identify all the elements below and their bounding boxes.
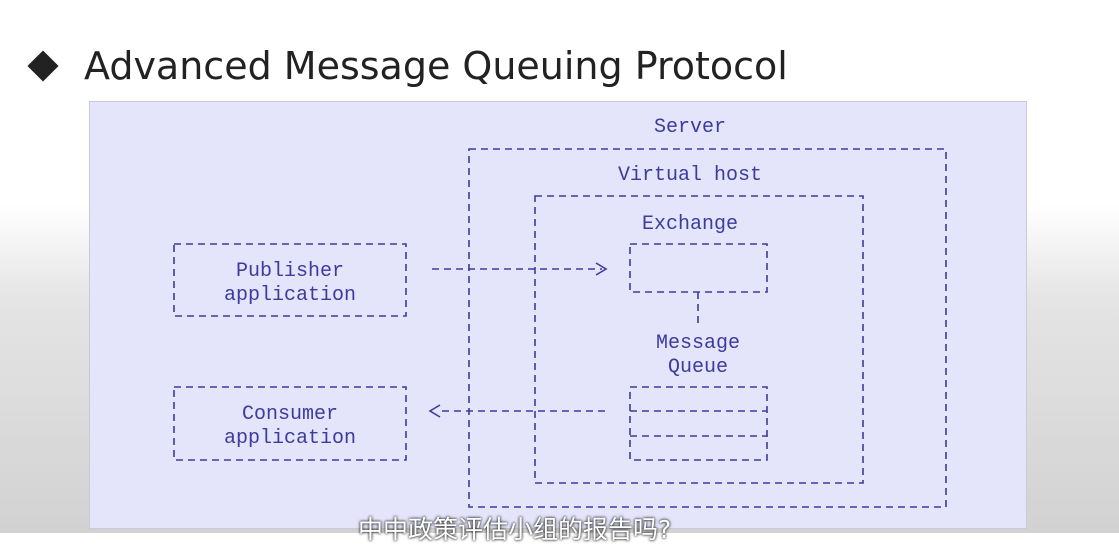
publisher-label-line1: Publisher	[236, 260, 344, 283]
video-subtitle: 中中政策评估小组的报告吗?	[358, 515, 672, 544]
queue-label-line1: Message	[656, 332, 740, 355]
queue-label-line2: Queue	[668, 356, 728, 379]
vhost-box	[534, 195, 864, 484]
server-box	[468, 148, 947, 508]
queue-box	[629, 386, 768, 461]
amqp-diagram-svg: Server Virtual host Exchange Message Que…	[173, 116, 947, 508]
exchange-box	[629, 243, 768, 293]
publisher-box	[173, 243, 407, 317]
consumer-box	[173, 386, 407, 461]
publisher-label-line2: application	[224, 284, 356, 307]
amqp-diagram: Server Virtual host Exchange Message Que…	[89, 101, 1027, 529]
vhost-label: Virtual host	[618, 164, 762, 187]
consume-arrowhead-icon	[428, 404, 441, 418]
consumer-label-line1: Consumer	[242, 403, 338, 426]
slide-title-row: Advanced Message Queuing Protocol	[24, 40, 788, 92]
exchange-label: Exchange	[642, 213, 738, 236]
slide-title: Advanced Message Queuing Protocol	[84, 44, 788, 88]
consumer-label-line2: application	[224, 427, 356, 450]
publish-arrowhead-icon	[595, 262, 608, 276]
server-label: Server	[654, 116, 726, 139]
diamond-bullet-icon	[27, 50, 59, 82]
